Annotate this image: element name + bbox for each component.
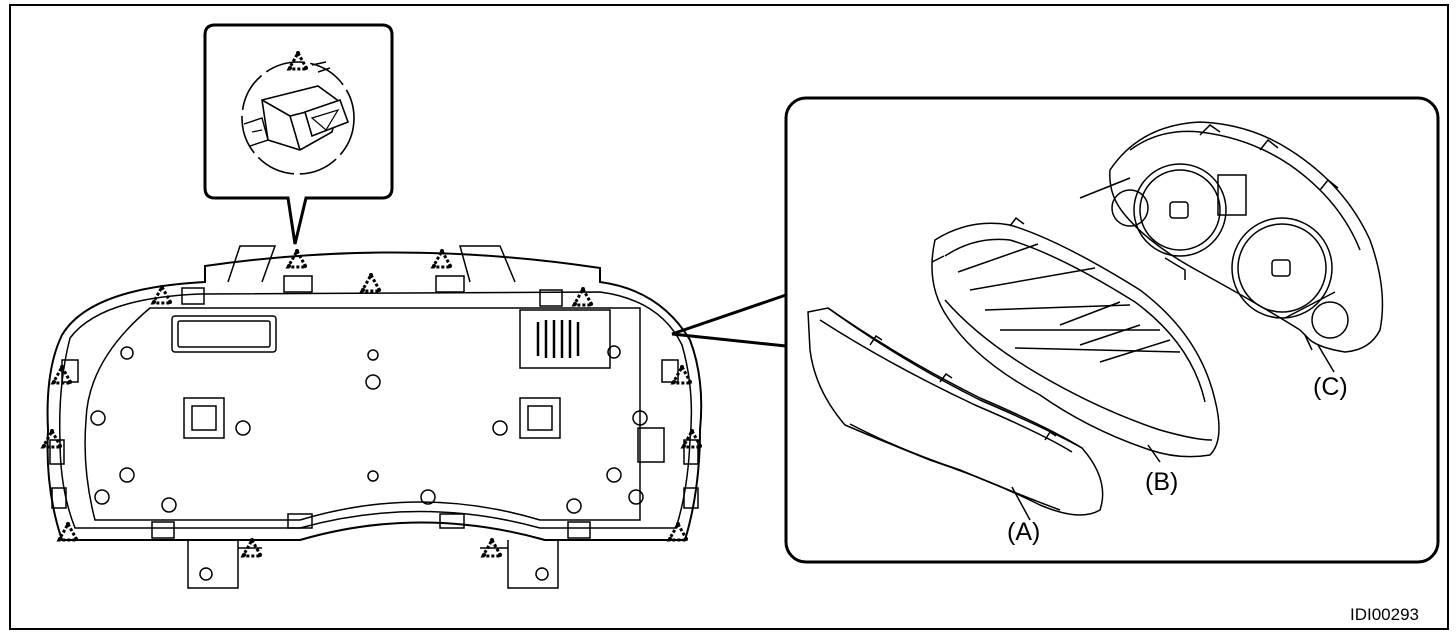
combination-meter-rear-view	[46, 245, 703, 589]
figure-frame	[9, 4, 1449, 630]
claw-detail-inset	[203, 23, 394, 245]
figure-id: IDI00293	[1350, 605, 1419, 624]
front-cover-part-a	[807, 307, 1104, 516]
gauge-assembly-part-c	[1079, 121, 1384, 353]
callout-label-a: (A)	[1007, 518, 1040, 546]
callout-label-b: (B)	[1145, 468, 1178, 496]
callout-pointer	[671, 293, 787, 348]
callout-label-c: (C)	[1313, 373, 1348, 401]
claw-markers	[40, 247, 704, 559]
exploded-view	[807, 121, 1384, 521]
window-frame-part-b	[931, 216, 1220, 458]
